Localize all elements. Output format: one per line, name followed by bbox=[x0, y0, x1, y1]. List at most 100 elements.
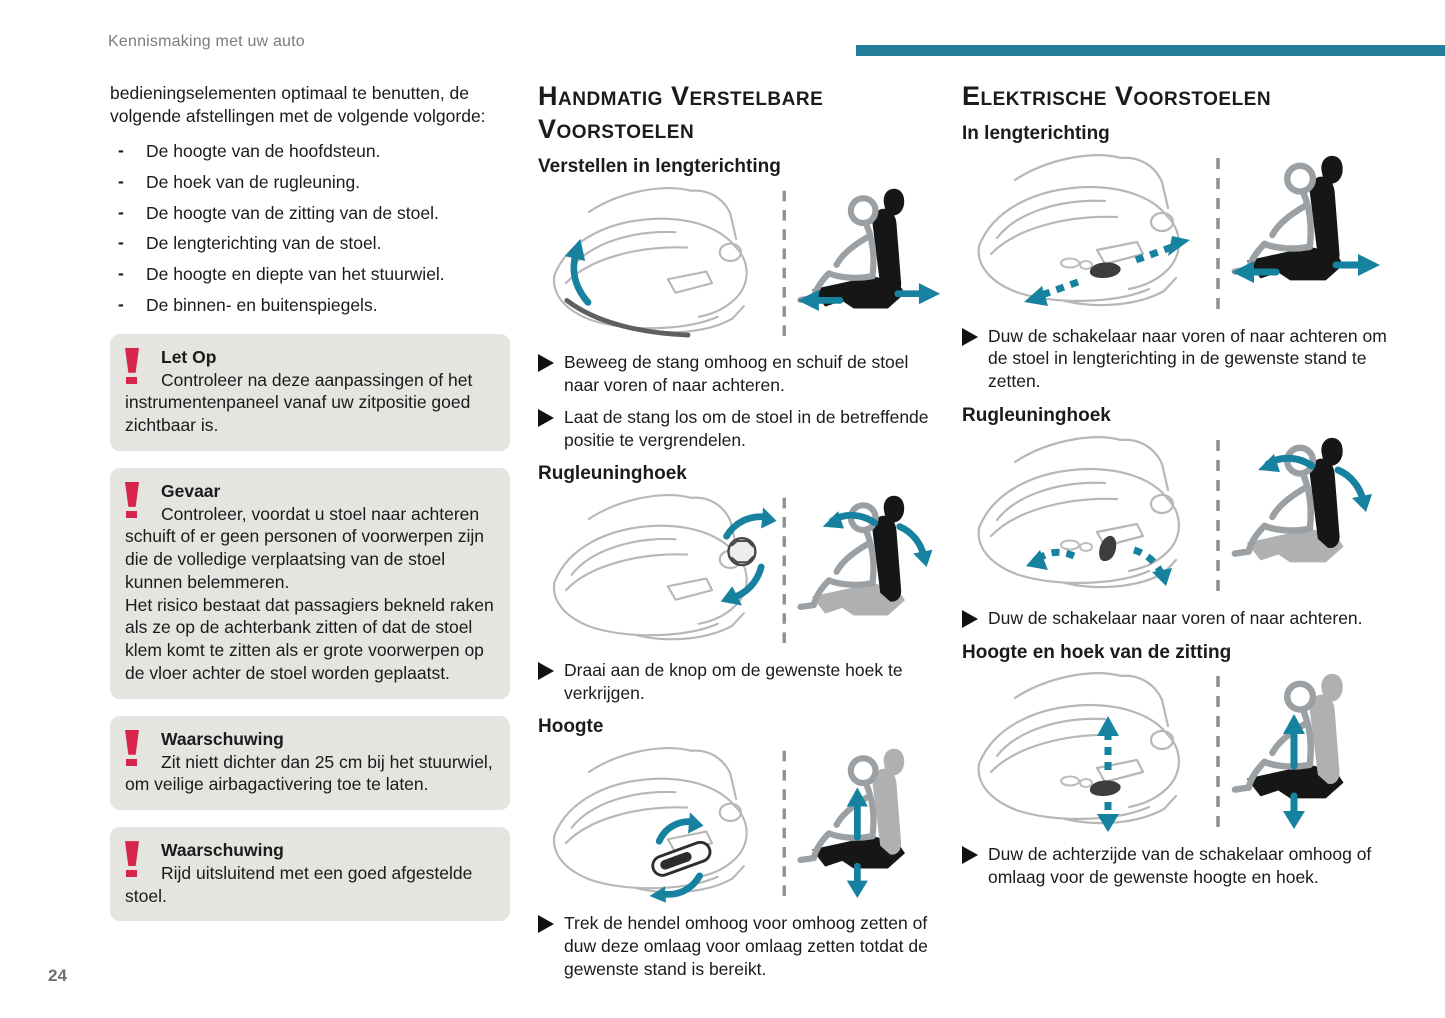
list-item-text: De hoek van de rugleuning. bbox=[146, 171, 361, 192]
warning-icon-dot bbox=[126, 510, 137, 518]
notice-box-gevaar: Gevaar Controleer, voordat u stoel naar … bbox=[110, 467, 510, 699]
instruction-text: Duw de schakelaar naar voren of naar ach… bbox=[988, 607, 1363, 628]
electric-switch bbox=[1060, 257, 1121, 278]
teal-up-arrow bbox=[564, 238, 592, 306]
seat-outline-drawing bbox=[552, 747, 748, 894]
list-item: De hoek van de rugleuning. bbox=[110, 170, 510, 194]
list-item-text: De hoogte van de zitting van de stoel. bbox=[146, 202, 439, 223]
notice-box-waarschuwing-2: Waarschuwing Rijd uitsluitend met een go… bbox=[110, 827, 510, 922]
recline-knob bbox=[727, 537, 757, 567]
section-heading-backrest: Rugleuninghoek bbox=[538, 463, 687, 485]
manual-seat-height-diagram bbox=[552, 745, 942, 904]
list-item-text: De hoogte en diepte van het stuurwiel. bbox=[146, 264, 445, 285]
list-item-text: De binnen- en buitenspiegels. bbox=[146, 294, 378, 315]
instruction-text: Duw de achterzijde van de schakelaar omh… bbox=[988, 844, 1372, 888]
electric-seats-column: Elektrische Voorstoelen In lengterichtin… bbox=[962, 80, 1400, 889]
warning-exclamation-icon bbox=[125, 481, 141, 518]
warning-icon-bar bbox=[125, 481, 139, 507]
instruction-text: Trek de hendel omhoog voor omhoog zetten… bbox=[564, 913, 928, 979]
warning-exclamation-icon bbox=[125, 347, 141, 384]
manual-seat-backrest-angle-diagram bbox=[552, 492, 933, 645]
instruction-text: Beweeg de stang omhoog en schuif de stoe… bbox=[564, 352, 909, 396]
electric-seat-backrest-angle-diagram bbox=[977, 434, 1372, 592]
warning-icon-bar bbox=[125, 729, 139, 755]
intro-text: bedieningselementen optimaal te benutten… bbox=[110, 83, 486, 127]
warning-icon-bar bbox=[125, 841, 139, 867]
bullet-arrow-icon bbox=[962, 609, 978, 628]
warning-icon-bar bbox=[125, 347, 139, 373]
notice-title: Waarschuwing bbox=[161, 728, 284, 749]
left-column: bedieningselementen optimaal te benutten… bbox=[110, 82, 510, 922]
section-heading-length: Verstellen in lengterichting bbox=[538, 155, 781, 177]
bullet-arrow-icon bbox=[962, 327, 978, 346]
list-item: De hoogte van de hoofdsteun. bbox=[110, 139, 510, 163]
instruction-bullet: Duw de schakelaar naar voren of naar ach… bbox=[962, 607, 1400, 630]
list-item: De hoogte en diepte van het stuurwiel. bbox=[110, 262, 510, 286]
list-item-text: De lengterichting van de stoel. bbox=[146, 233, 382, 254]
list-item: De lengterichting van de stoel. bbox=[110, 231, 510, 255]
electric-switch bbox=[1060, 775, 1121, 797]
teal-updown-arrows bbox=[649, 812, 704, 904]
side-view-figure-length bbox=[798, 188, 941, 310]
seat-slide-bar bbox=[564, 297, 691, 338]
list-item-text: De hoogte van de hoofdsteun. bbox=[146, 141, 381, 162]
warning-icon-dot bbox=[126, 376, 137, 384]
side-view-figure-height bbox=[800, 749, 904, 899]
teal-dashed-vertical-arrows bbox=[1097, 716, 1119, 833]
notice-text: Zit niett dichter dan 25 cm bij het stuu… bbox=[125, 751, 493, 795]
notice-text: Rijd uitsluitend met een goed afgestelde… bbox=[125, 862, 473, 906]
instruction-bullet: Laat de stang los om de stoel in de betr… bbox=[538, 406, 942, 452]
accent-bar bbox=[856, 45, 1445, 56]
electric-seat-height-tilt-diagram bbox=[977, 670, 1382, 833]
bullet-arrow-icon bbox=[962, 846, 978, 865]
warning-icon-dot bbox=[126, 758, 137, 766]
bullet-arrow-icon bbox=[538, 408, 554, 427]
seat-outline-drawing bbox=[977, 153, 1181, 306]
notice-title: Let Op bbox=[161, 346, 217, 367]
section-heading-height: Hoogte bbox=[538, 716, 604, 738]
teal-rotate-arrows bbox=[720, 507, 777, 606]
section-heading-backrest: Rugleuninghoek bbox=[962, 404, 1111, 426]
instruction-text: Duw de schakelaar naar voren of naar ach… bbox=[988, 325, 1387, 392]
electric-seat-length-adjust-diagram bbox=[977, 152, 1380, 310]
section-heading-length: In lengterichting bbox=[962, 122, 1110, 144]
list-item: De hoogte van de zitting van de stoel. bbox=[110, 201, 510, 225]
notice-text: Controleer na deze aanpassingen of het i… bbox=[125, 369, 473, 436]
section-heading-height-tilt: Hoogte en hoek van de zitting bbox=[962, 641, 1232, 663]
seat-outline-drawing bbox=[977, 672, 1181, 825]
warning-exclamation-icon bbox=[125, 841, 141, 878]
bullet-arrow-icon bbox=[538, 661, 554, 680]
height-lever bbox=[651, 841, 712, 878]
notice-title: Waarschuwing bbox=[161, 840, 284, 861]
page-number: 24 bbox=[48, 966, 67, 985]
notice-box-letop: Let Op Controleer na deze aanpassingen o… bbox=[110, 333, 510, 451]
notice-box-waarschuwing-1: Waarschuwing Zit niett dichter dan 25 cm… bbox=[110, 715, 510, 811]
list-item: De binnen- en buitenspiegels. bbox=[110, 293, 510, 317]
notice-text: Controleer, voordat u stoel naar achtere… bbox=[125, 503, 494, 683]
instruction-text: Laat de stang los om de stoel in de betr… bbox=[564, 406, 929, 450]
instruction-bullet: Draai aan de knop om de gewenste hoek te… bbox=[538, 659, 942, 705]
notice-title: Gevaar bbox=[161, 480, 221, 501]
instruction-text: Draai aan de knop om de gewenste hoek te… bbox=[564, 659, 903, 703]
electric-seats-title: Elektrische Voorstoelen bbox=[962, 81, 1272, 111]
seat-outline-drawing bbox=[552, 494, 748, 641]
teal-dashed-tilt-arrows bbox=[1026, 546, 1172, 586]
warning-exclamation-icon bbox=[125, 729, 141, 766]
bullet-arrow-icon bbox=[538, 915, 554, 934]
side-view-figure-height bbox=[1235, 674, 1344, 830]
manual-seats-column: Handmatig Verstelbare Voorstoelen Verste… bbox=[538, 80, 942, 980]
instruction-bullet: Beweeg de stang omhoog en schuif de stoe… bbox=[538, 351, 942, 397]
manual-seats-title: Handmatig Verstelbare Voorstoelen bbox=[538, 81, 824, 144]
instruction-bullet: Duw de schakelaar naar voren of naar ach… bbox=[962, 325, 1400, 393]
adjustment-order-list: De hoogte van de hoofdsteun. De hoek van… bbox=[110, 139, 510, 317]
chapter-header: Kennismaking met uw auto bbox=[108, 33, 305, 50]
seat-outline-drawing bbox=[977, 435, 1181, 589]
electric-switch bbox=[1060, 535, 1117, 561]
instruction-bullet: Trek de hendel omhoog voor omhoog zetten… bbox=[538, 912, 942, 980]
side-view-figure-recline bbox=[800, 496, 933, 616]
side-view-figure-length bbox=[1232, 156, 1380, 283]
instruction-bullet: Duw de achterzijde van de schakelaar omh… bbox=[962, 843, 1400, 889]
warning-icon-dot bbox=[126, 870, 137, 878]
bullet-arrow-icon bbox=[538, 354, 554, 373]
teal-dashed-slide-arrows bbox=[1024, 235, 1190, 306]
